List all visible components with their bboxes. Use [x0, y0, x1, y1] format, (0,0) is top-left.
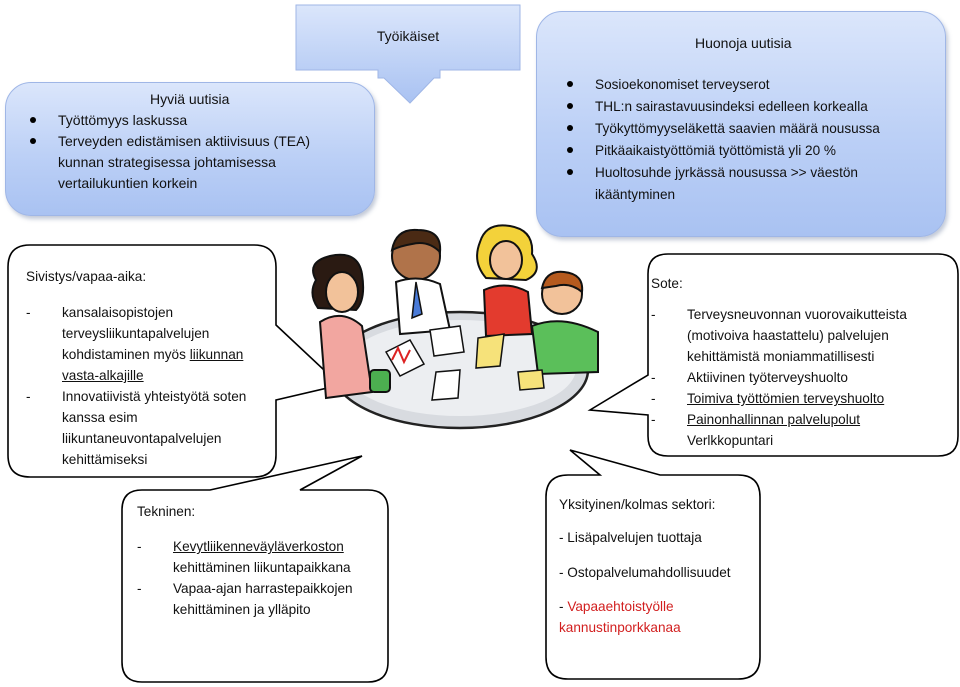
bad-news-item: THL:n sairastavuusindeksi edelleen korke…	[543, 96, 883, 118]
paper-4	[431, 369, 461, 401]
sivistys-list: kansalaisopistojen terveysliikuntapalvel…	[26, 302, 276, 470]
sote-item: Terveysneuvonnan vuorovaikutteista (moti…	[651, 304, 926, 367]
bad-news-title: Huonoja uutisia	[695, 35, 792, 51]
tekninen-item-1: Kevytliikenneväyläverkoston kehittäminen…	[137, 536, 377, 578]
tyoikaiset-arrow-shape	[295, 4, 521, 104]
person-middle-man	[390, 228, 452, 336]
sote-list: Terveysneuvonnan vuorovaikutteista (moti…	[651, 304, 926, 451]
sivistys-title: Sivistys/vapaa-aika:	[26, 269, 147, 284]
good-news-list: Työttömyys laskussa Terveyden edistämise…	[6, 110, 346, 194]
tyoikaiset-title: Työikäiset	[376, 28, 440, 44]
bad-news-item: Pitkäaikaistyöttömiä työttömistä yli 20 …	[543, 140, 883, 162]
good-news-item: Terveyden edistämisen aktiivisuus (TEA) …	[6, 131, 346, 194]
sote-tail: Verlkkopuntari	[687, 433, 774, 448]
paper-3	[475, 333, 505, 369]
tekninen-item-2: Vapaa-ajan harrastepaikkojen kehittämine…	[137, 578, 377, 620]
bad-news-item: Työkyttömyyseläkettä saavien määrä nousu…	[543, 118, 883, 140]
yksityinen-title: Yksityinen/kolmas sektori:	[559, 497, 716, 512]
person-left-woman	[311, 253, 391, 400]
sivistys-item-1: kansalaisopistojen terveysliikuntapalvel…	[26, 302, 276, 386]
bad-news-list: Sosioekonomiset terveyserot THL:n sairas…	[543, 74, 883, 206]
good-news-box	[5, 82, 375, 216]
sivistys-item-2-line1: Innovatiivistä yhteistyötä soten	[62, 389, 247, 404]
yksityinen-item-2: - Ostopalvelumahdollisuudet	[559, 565, 731, 580]
yksityinen-bubble	[545, 449, 761, 680]
tekninen-title: Tekninen:	[137, 504, 196, 519]
sivistys-vasta-alkajille-link[interactable]: vasta-alkajille	[62, 368, 144, 383]
sote-item-link: Painonhallinnan palvelupolut	[651, 409, 926, 430]
meeting-illustration	[311, 224, 599, 430]
paper-2	[429, 325, 465, 357]
yksityinen-item-3-dash: -	[559, 599, 568, 614]
tekninen-list: Kevytliikenneväyläverkoston kehittäminen…	[137, 536, 377, 620]
sivistys-item-1-line3: kohdistaminen myös	[62, 347, 190, 362]
tekninen-kevytliikenne-link[interactable]: Kevytliikenneväyläverkoston	[173, 539, 344, 554]
yksityinen-item-3: - Vapaaehtoistyölle kannustinporkkanaa	[559, 596, 739, 638]
tekninen-item-1-rest: kehittäminen liikuntapaikkana	[173, 560, 351, 575]
sote-title: Sote:	[651, 276, 683, 291]
sote-painonhallinta-link[interactable]: Painonhallinnan palvelupolut	[687, 412, 861, 427]
sivistys-liikunnan-link[interactable]: liikunnan	[189, 347, 244, 362]
bad-news-item: Huoltosuhde jyrkässä nousussa >> väestön…	[543, 162, 883, 206]
sivistys-item-2: Innovatiivistä yhteistyötä soten kanssa …	[26, 386, 276, 470]
yksityinen-vapaaehtoistyo-text: Vapaaehtoistyölle kannustinporkkanaa	[559, 599, 681, 635]
paper-5	[517, 369, 545, 391]
sivistys-item-2-line2: kanssa esim	[62, 410, 138, 425]
sivistys-item-2-line4: kehittämiseksi	[62, 452, 148, 467]
sivistys-item-1-line1: kansalaisopistojen	[62, 305, 174, 320]
yksityinen-item-1: - Lisäpalvelujen tuottaja	[559, 530, 702, 545]
sote-toimiva-link[interactable]: Toimiva työttömien terveyshuolto	[687, 391, 885, 406]
sote-item: Aktiivinen työterveyshuolto	[651, 367, 926, 388]
good-news-item: Työttömyys laskussa	[6, 110, 346, 131]
sote-item-link: Toimiva työttömien terveyshuolto	[651, 388, 926, 409]
person-right-man	[530, 270, 599, 376]
good-news-title: Hyviä uutisia	[150, 91, 230, 107]
bad-news-box	[536, 11, 946, 237]
sivistys-item-2-line3: liikuntaneuvontapalvelujen	[62, 431, 222, 446]
person-blonde-woman	[476, 224, 538, 338]
bad-news-item: Sosioekonomiset terveyserot	[543, 74, 883, 96]
sivistys-item-1-line2: terveysliikuntapalvelujen	[62, 326, 210, 341]
